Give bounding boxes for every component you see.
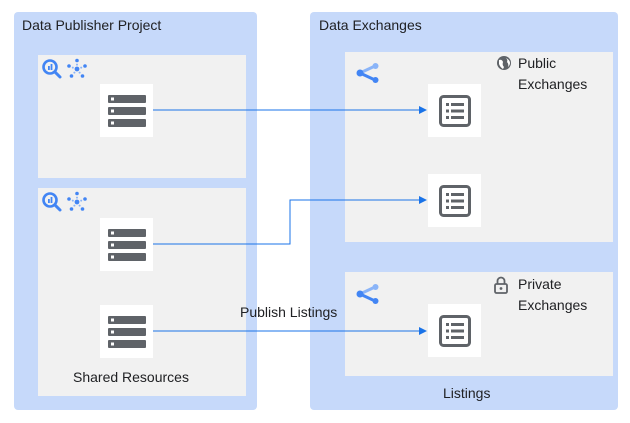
- listing-tile-2: [428, 174, 481, 227]
- listing-icon: [438, 314, 471, 347]
- analytics-hub-icon: [65, 57, 89, 81]
- dataset-icon: [107, 228, 146, 261]
- private-exchanges-label-line2: Exchanges: [518, 297, 588, 313]
- share-icon: [355, 62, 381, 84]
- globe-icon: [496, 55, 512, 71]
- public-exchanges-label-line1: Public: [518, 55, 557, 71]
- publish-listings-label: Publish Listings: [240, 304, 338, 320]
- listings-label: Listings: [443, 385, 491, 401]
- public-exchanges-label-line2: Exchanges: [518, 76, 588, 92]
- listing-icon: [438, 184, 471, 217]
- bigquery-icon: [41, 58, 63, 80]
- data-publisher-project-title: Data Publisher Project: [22, 17, 162, 33]
- data-exchanges-title: Data Exchanges: [319, 17, 422, 33]
- dataset-icon: [107, 315, 146, 348]
- lock-icon: [494, 276, 508, 294]
- dataset-tile-1: [100, 84, 153, 137]
- dataset-tile-2: [100, 218, 153, 271]
- listing-tile-3: [428, 304, 481, 357]
- shared-resources-label: Shared Resources: [73, 369, 189, 385]
- bigquery-icon: [41, 191, 63, 213]
- dataset-icon: [107, 94, 146, 127]
- listing-icon: [438, 94, 471, 127]
- private-exchanges-label-line1: Private: [518, 276, 562, 292]
- share-icon: [355, 283, 381, 305]
- analytics-hub-icon: [65, 190, 89, 214]
- listing-tile-1: [428, 84, 481, 137]
- publish-arrow-2: [153, 196, 427, 245]
- dataset-tile-3: [100, 305, 153, 358]
